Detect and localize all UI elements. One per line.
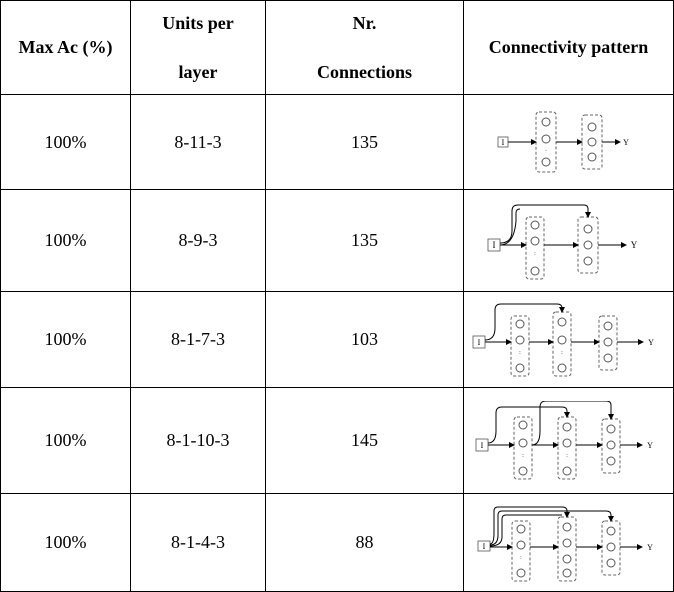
cell-units: 8-1-7-3 xyxy=(130,291,266,388)
cell-max-ac: 100% xyxy=(0,94,131,190)
header-units-line2: layer xyxy=(178,61,218,82)
cell-connections: 88 xyxy=(265,493,464,592)
input-label: I xyxy=(492,240,495,250)
header-conn-line2: Connections xyxy=(316,61,412,82)
svg-text::: : xyxy=(561,350,563,356)
cell-connections: 103 xyxy=(265,291,464,388)
cell-connections: 135 xyxy=(265,94,464,190)
input-label: I xyxy=(482,542,485,551)
connectivity-diagram: I : : Y xyxy=(475,400,653,479)
output-label: Y xyxy=(630,240,637,250)
cell-units: 8-9-3 xyxy=(130,189,266,292)
cell-max-ac: 100% xyxy=(0,291,131,388)
header-connectivity-pattern: Connectivity pattern xyxy=(463,0,674,95)
header-units-line1: Units per xyxy=(162,12,234,33)
svg-text::: : xyxy=(520,555,522,561)
input-label: I xyxy=(480,441,483,450)
output-label: Y xyxy=(648,338,654,347)
cell-pattern: I : : Y xyxy=(463,387,674,494)
output-label: Y xyxy=(647,441,653,450)
table-row: 100% 8-1-7-3 103 I : : xyxy=(0,291,674,388)
cell-pattern: I . Y xyxy=(463,94,674,190)
output-label: Y xyxy=(623,138,629,147)
cell-max-ac: 100% xyxy=(0,493,131,592)
header-max-ac: Max Ac (%) xyxy=(0,0,131,95)
svg-text::: : xyxy=(566,453,568,459)
svg-text::: : xyxy=(522,453,524,459)
cell-max-ac: 100% xyxy=(0,387,131,494)
connectivity-diagram: I : xyxy=(477,506,653,581)
table-row: 100% 8-1-4-3 88 I : xyxy=(0,493,674,592)
table-row: 100% 8-1-10-3 145 I : : xyxy=(0,387,674,494)
table-row: 100% 8-11-3 135 I . Y xyxy=(0,94,674,190)
cell-units: 8-1-10-3 xyxy=(130,387,266,494)
svg-text::: : xyxy=(534,251,536,257)
input-label: I xyxy=(501,138,504,147)
cell-units: 8-1-4-3 xyxy=(130,493,266,592)
table-row: 100% 8-9-3 135 I : Y xyxy=(0,189,674,292)
cell-connections: 145 xyxy=(265,387,464,494)
svg-text::: : xyxy=(519,350,521,356)
input-label: I xyxy=(477,338,480,347)
output-label: Y xyxy=(647,543,653,552)
header-connections: Nr. Connections xyxy=(265,0,464,95)
cell-pattern: I : : Y xyxy=(463,291,674,388)
header-units-per-layer: Units per layer xyxy=(130,0,266,95)
connectivity-diagram: I . Y xyxy=(497,111,629,173)
cell-pattern: I : Y xyxy=(463,189,674,292)
header-conn-line1: Nr. xyxy=(352,12,377,33)
svg-text:.: . xyxy=(545,147,547,153)
cell-max-ac: 100% xyxy=(0,189,131,292)
cell-connections: 135 xyxy=(265,189,464,292)
header-row: Max Ac (%) Units per layer Nr. Connectio… xyxy=(0,0,674,95)
connectivity-diagram: I : Y xyxy=(487,204,637,279)
cell-pattern: I : xyxy=(463,493,674,592)
connectivity-diagram: I : : Y xyxy=(472,303,654,376)
cell-units: 8-11-3 xyxy=(130,94,266,190)
